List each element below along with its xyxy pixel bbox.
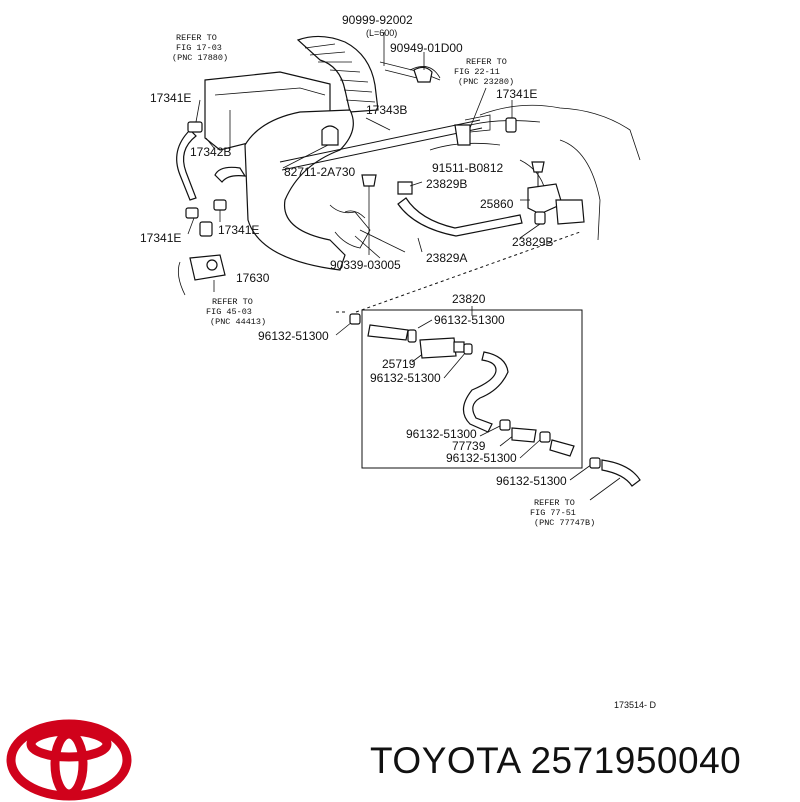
ref3-line1: REFER TO [212,297,253,307]
label-17343b: 17343B [366,103,407,117]
label-90339-03005: 90339-03005 [330,258,401,272]
drawing-id: 173514- D [614,700,657,710]
label-96132-51300-a: 96132-51300 [434,313,505,327]
ref3-line3: (PNC 44413) [210,317,266,327]
label-77739: 77739 [452,439,486,453]
detail-box-23820 [349,309,641,487]
ref4-line1: REFER TO [534,498,575,508]
label-23829b-top: 23829B [426,177,467,191]
label-23820: 23820 [452,292,486,306]
label-96132-51300-c: 96132-51300 [370,371,441,385]
ref2-line1: REFER TO [466,57,507,67]
ref2-line2: FIG 22-11 [454,67,500,77]
leader-lines [187,32,621,501]
label-17630: 17630 [236,271,270,285]
label-90949-01d00: 90949-01D00 [390,41,463,55]
ref2-line3: (PNC 23280) [458,77,514,87]
label-17341e-top-left: 17341E [150,91,191,105]
label-91511-b0812: 91511-B0812 [432,161,504,175]
brand-part-number: TOYOTA 2571950040 [370,740,741,782]
label-17342b: 17342B [190,145,231,159]
label-82711-2a730: 82711-2A730 [284,165,356,179]
ref4-line2: FIG 77-51 [530,508,576,518]
part-number: 2571950040 [530,740,742,781]
label-23829a: 23829A [426,251,467,265]
brand-name: TOYOTA [370,740,520,781]
engine-drawing [176,35,641,313]
logo-rings [6,719,132,801]
label-25719: 25719 [382,357,416,371]
reference-notes: REFER TO FIG 17-03 (PNC 17880) REFER TO … [172,33,595,528]
label-17341e-lower-mid: 17341E [218,223,259,237]
label-96132-51300-d: 96132-51300 [406,427,477,441]
ref3-line2: FIG 45-03 [206,307,252,317]
toyota-logo-icon [6,719,132,801]
ref1-line3: (PNC 17880) [172,53,228,63]
label-17341e-lower-left: 17341E [140,231,181,245]
label-17341e-right: 17341E [496,87,537,101]
label-length: (L=600) [366,28,397,38]
label-25860: 25860 [480,197,514,211]
label-90999-92002: 90999-92002 [342,13,413,27]
logo-vertical-ring [50,729,88,799]
label-23829b-bottom: 23829B [512,235,553,249]
ref1-line2: FIG 17-03 [176,43,222,53]
part-labels: 90999-92002 (L=600) 90949-01D00 17341E 1… [140,13,567,488]
ref4-line3: (PNC 77747B) [534,518,595,528]
ref1-line1: REFER TO [176,33,217,43]
label-96132-51300-b: 96132-51300 [258,329,329,343]
label-96132-51300-e: 96132-51300 [446,451,517,465]
label-96132-51300-f: 96132-51300 [496,474,567,488]
